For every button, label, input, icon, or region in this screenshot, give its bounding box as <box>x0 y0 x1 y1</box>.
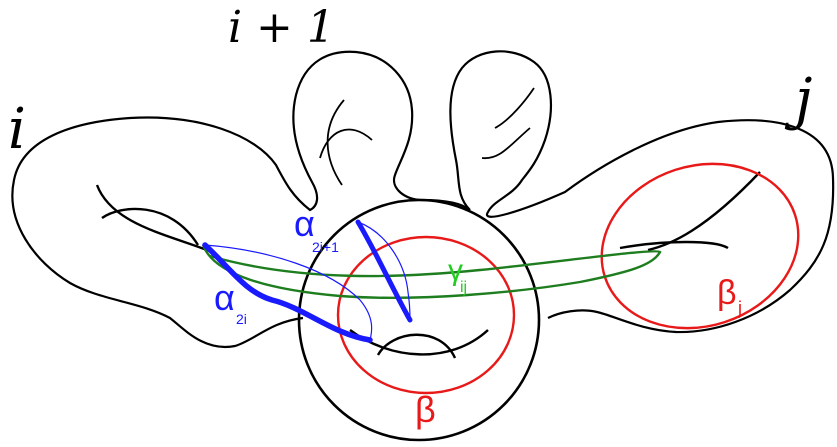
label-surface-i: i <box>8 97 26 162</box>
label-beta: β <box>415 389 436 430</box>
beta-curve <box>336 235 516 395</box>
surface-outline <box>11 50 835 349</box>
alpha-2i-plus-1-thin <box>357 221 411 321</box>
alpha-2i-thick <box>202 242 373 343</box>
hole-left <box>95 184 213 254</box>
label-alpha-2i-plus-1: α 2i+1 <box>294 203 339 255</box>
label-alpha-2i: α 2i <box>214 277 247 327</box>
hole-top-right <box>481 87 535 159</box>
alpha-2i-plus-1-thick <box>355 219 413 323</box>
alpha-2i-thin <box>204 244 373 341</box>
hole-top-left <box>319 99 373 186</box>
label-beta-j: β j <box>717 274 742 318</box>
central-torus-outline <box>297 198 541 442</box>
hole-right <box>619 171 761 252</box>
beta-j-curve <box>600 162 800 330</box>
label-gamma-ij: γ ij <box>448 254 467 296</box>
gamma-ij-curve <box>201 244 662 299</box>
label-surface-j: j <box>784 67 812 132</box>
label-surface-i-plus-1: i + 1 <box>228 2 335 53</box>
